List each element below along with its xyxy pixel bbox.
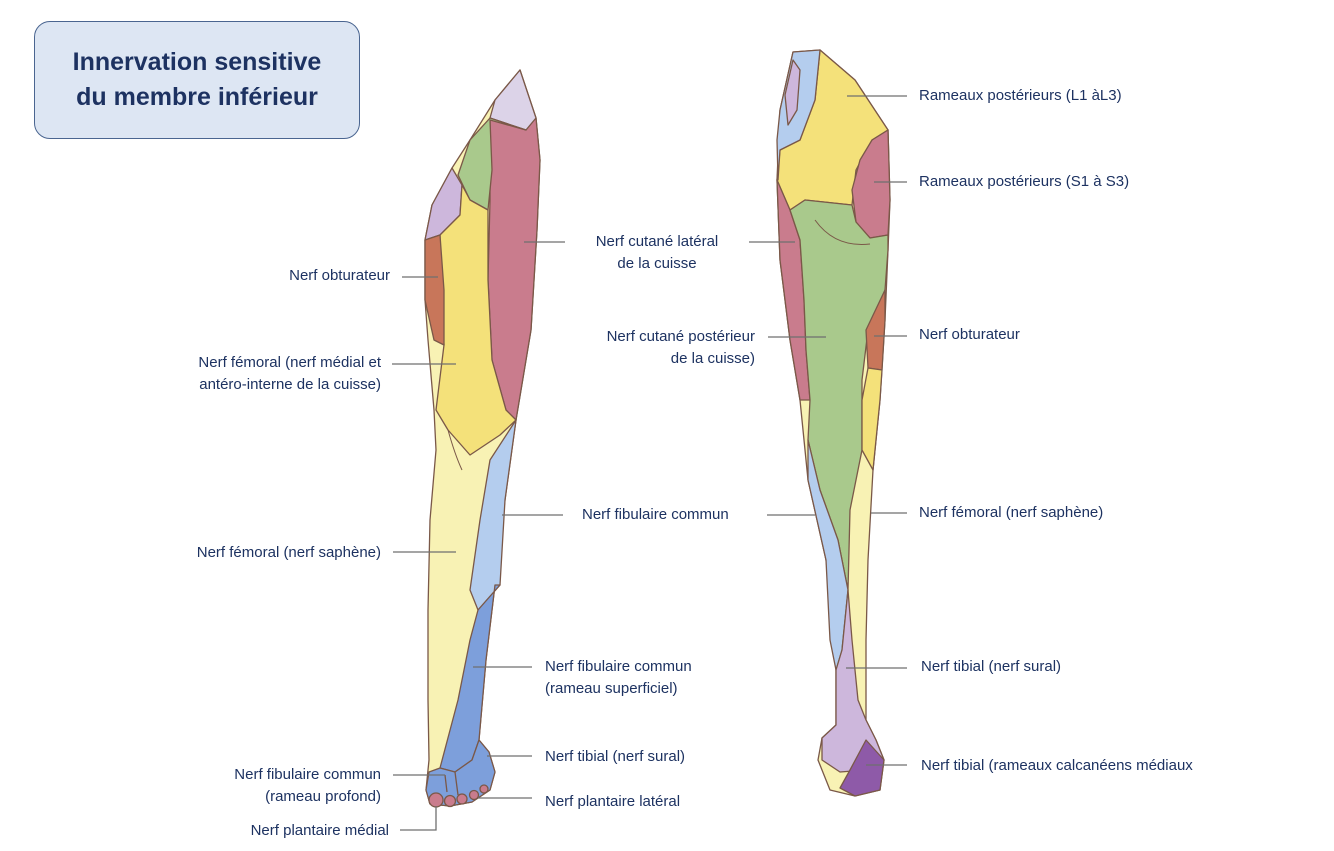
zone-fibulaire-commun-anterior <box>469 419 517 611</box>
orteil-3 <box>456 793 468 805</box>
label-obturateur-posterior: Nerf obturateur <box>919 326 1020 343</box>
title-box: Innervation sensitive du membre inférieu… <box>34 21 360 139</box>
zone-lavande-haut <box>784 59 801 126</box>
label-fibulaire-profond: Nerf fibulaire commun (rameau profond) <box>234 764 381 808</box>
posterior-leader-lines <box>749 95 907 766</box>
anterior-leg <box>424 69 541 808</box>
orteil-1 <box>428 792 444 808</box>
tendon-line <box>444 771 459 796</box>
label-tibial-sural-posterior: Nerf tibial (nerf sural) <box>921 658 1062 675</box>
label-cutane-lateral-line2: de la cuisse <box>617 255 697 272</box>
label-cutane-lateral: Nerf cutané latéral de la cuisse <box>578 231 736 275</box>
label-cutane-posterieur-line1: Nerf cutané postérieur <box>606 328 755 345</box>
label-rameaux-l1-l3: Rameaux postérieurs (L1 àL3) <box>919 87 1122 104</box>
label-femoral-saphene-anterior: Nerf fémoral (nerf saphène) <box>196 544 381 561</box>
knee-line <box>447 429 463 471</box>
label-tibial-calcaneens: Nerf tibial (rameaux calcanéens médiaux <box>921 757 1193 774</box>
title-line-1: Innervation sensitive <box>72 48 322 76</box>
label-tibial-sural-anterior: Nerf tibial (nerf sural) <box>545 748 686 765</box>
zone-femoral-saphene-posterior <box>861 367 883 471</box>
label-plantaire-lateral: Nerf plantaire latéral <box>545 793 681 810</box>
orteil-5 <box>479 784 489 794</box>
leader-plantaire-medial <box>400 806 437 831</box>
label-fibulaire-profond-line1: Nerf fibulaire commun <box>234 766 381 783</box>
label-femoral-saphene-posterior: Nerf fémoral (nerf saphène) <box>919 504 1104 521</box>
label-fibulaire-superficiel-line2: (rameau superficiel) <box>545 680 678 697</box>
orteil-4 <box>468 789 480 801</box>
label-fibulaire-profond-line2: (rameau profond) <box>265 788 381 805</box>
label-fibulaire-commun-middle: Nerf fibulaire commun <box>582 506 729 523</box>
label-plantaire-medial: Nerf plantaire médial <box>250 822 389 839</box>
label-femoral-medial: Nerf fémoral (nerf médial et antéro-inte… <box>198 352 381 396</box>
label-femoral-medial-line2: antéro-interne de la cuisse) <box>199 376 381 393</box>
label-cutane-lateral-line1: Nerf cutané latéral <box>595 233 719 250</box>
label-rameaux-s1-s3: Rameaux postérieurs (S1 à S3) <box>919 173 1130 190</box>
title-line-2: du membre inférieur <box>76 83 318 111</box>
label-obturateur-anterior: Nerf obturateur <box>289 267 390 284</box>
label-femoral-medial-line1: Nerf fémoral (nerf médial et <box>198 354 381 371</box>
gluteal-line <box>814 219 871 245</box>
label-fibulaire-superficiel-line1: Nerf fibulaire commun <box>545 658 692 675</box>
label-cutane-posterieur: Nerf cutané postérieur de la cuisse) <box>607 326 755 370</box>
zone-pied-dorsal <box>425 739 496 807</box>
zone-obturateur-anterior <box>424 234 445 346</box>
label-cutane-posterieur-line2: de la cuisse) <box>670 350 755 367</box>
anterior-leader-lines <box>392 241 565 831</box>
posterior-leg <box>776 49 891 797</box>
zone-calcaneens-mediaux <box>839 739 885 797</box>
label-fibulaire-superficiel: Nerf fibulaire commun (rameau superficie… <box>545 656 692 700</box>
orteil-2 <box>443 794 457 808</box>
